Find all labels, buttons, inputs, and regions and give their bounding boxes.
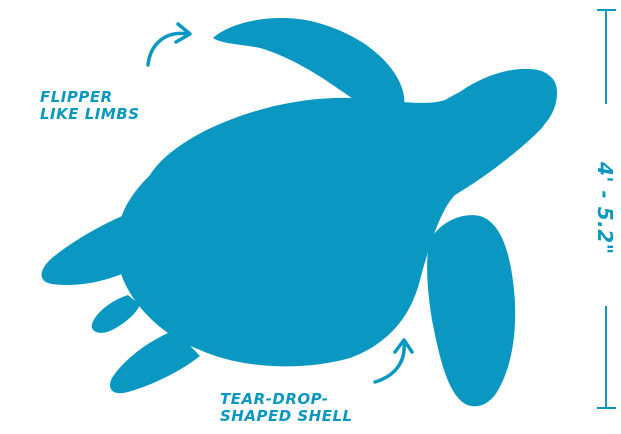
flipper-arrow — [148, 24, 190, 65]
turtle-tail — [92, 295, 140, 333]
shell-label-line2: SHAPED SHELL — [220, 407, 353, 425]
dimension-label: 4' - 5.2" — [593, 161, 617, 255]
sea-turtle-silhouette — [42, 18, 558, 406]
shell-arrow — [375, 340, 412, 382]
shell-label-line1: TEAR-DROP- — [220, 390, 329, 408]
flipper-label-line2: LIKE LIMBS — [40, 105, 140, 123]
flipper-label-line1: FLIPPER — [40, 88, 113, 106]
turtle-head — [438, 69, 557, 165]
front-left-flipper — [427, 215, 515, 406]
